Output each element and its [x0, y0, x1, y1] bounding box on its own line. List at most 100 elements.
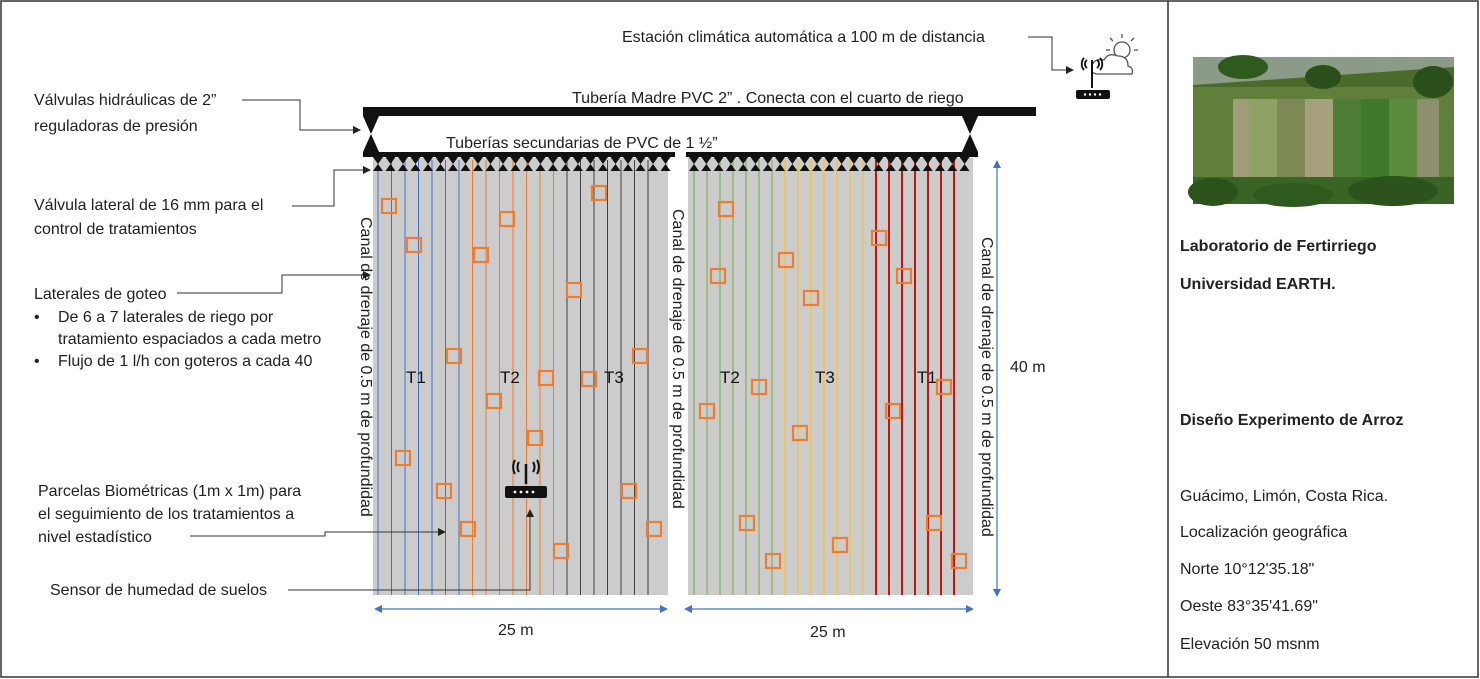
height-label: 40 m	[1010, 359, 1046, 376]
lateral-valve	[423, 164, 433, 171]
lateral-valve	[898, 157, 909, 164]
lateral-valve	[510, 164, 521, 171]
lateral-valve	[560, 157, 571, 164]
biometric-plot	[405, 236, 423, 254]
lateral-valve	[848, 157, 859, 164]
width-dimension-right	[684, 605, 974, 613]
drip-laterals-list: De 6 a 7 laterales de riego por tratamie…	[34, 307, 324, 373]
lateral-valve	[701, 157, 712, 164]
lateral-valve	[573, 157, 583, 164]
lateral-valve	[498, 157, 508, 164]
lateral-valve	[910, 157, 921, 164]
weather-station-icon	[1076, 34, 1138, 99]
lateral-valve	[725, 164, 736, 171]
lateral-valve	[385, 164, 396, 171]
biometric-plot	[802, 289, 820, 307]
lateral-valve	[812, 164, 822, 171]
plots-label-line2: el seguimiento de los tratamientos a	[38, 506, 295, 523]
lateral-valve	[873, 164, 884, 171]
lateral-valve	[510, 157, 521, 164]
plots-label-line1: Parcelas Biométricas (1m x 1m) para	[38, 483, 302, 500]
lateral-valve-label-line1: Válvula lateral de 16 mm para el	[34, 197, 264, 214]
lateral-valve	[610, 157, 621, 164]
lateral-valve	[947, 164, 958, 171]
lateral-valve	[725, 157, 736, 164]
lateral-valve	[750, 164, 761, 171]
drain-channel-label-1: Canal de drenaje de 0.5 m de profundidad	[357, 217, 374, 517]
valves-label-line2: reguladoras de presión	[34, 118, 198, 135]
treatment-left-3: T3	[604, 368, 624, 387]
lateral-valve	[648, 157, 658, 164]
lateral-valve	[910, 164, 921, 171]
lateral-valve	[873, 157, 884, 164]
lateral-valve	[573, 164, 583, 171]
lateral-valve	[787, 164, 798, 171]
lateral-valves-right	[689, 157, 970, 171]
lateral-valve	[762, 157, 773, 164]
biometric-plot	[620, 482, 638, 500]
biometric-plot	[445, 347, 463, 365]
soil-sensor-label: Sensor de humedad de suelos	[50, 582, 268, 599]
biometric-plot	[394, 449, 412, 467]
biometric-plot	[435, 482, 453, 500]
drip-bullet-2: Flujo de 1 l/h con goteros a cada 40	[34, 351, 324, 373]
biometric-plot	[472, 246, 490, 264]
lateral-valve	[701, 164, 712, 171]
lateral-valve	[398, 164, 408, 171]
lateral-valve	[485, 157, 496, 164]
drain-channel-label-2: Canal de drenaje de 0.5 m de profundidad	[669, 209, 686, 509]
lateral-valve	[448, 164, 458, 171]
lateral-valve	[410, 157, 421, 164]
lateral-valve	[787, 157, 798, 164]
lateral-valve	[535, 157, 546, 164]
lateral-valve-label-line2: control de tratamientos	[34, 221, 197, 238]
field-left	[373, 158, 668, 595]
treatment-right-1: T2	[720, 368, 740, 387]
biometric-plot	[498, 210, 516, 228]
biometric-plot	[537, 369, 555, 387]
hydraulic-valve-right	[962, 116, 978, 152]
plots-label-line3: nivel estadístico	[38, 529, 152, 546]
lateral-valve	[689, 157, 699, 164]
lateral-valve	[861, 164, 872, 171]
drip-laterals-right	[693, 160, 955, 595]
lateral-valve	[935, 164, 945, 171]
lateral-valve	[775, 157, 786, 164]
lateral-valve	[398, 157, 408, 164]
lateral-valve	[435, 164, 446, 171]
lateral-valve	[623, 164, 633, 171]
width-label-left: 25 m	[498, 622, 534, 639]
drip-bullet-1: De 6 a 7 laterales de riego por tratamie…	[34, 307, 324, 351]
drip-laterals-title: Laterales de goteo	[34, 286, 167, 303]
lab-name-line1: Laboratorio de Fertirriego	[1180, 238, 1377, 255]
lateral-valve	[598, 157, 608, 164]
lateral-valve	[498, 164, 508, 171]
height-dimension	[993, 160, 1001, 597]
lateral-valve	[738, 164, 749, 171]
lateral-valve	[373, 157, 383, 164]
secondary-pipe-right	[686, 152, 978, 157]
lateral-valve	[485, 164, 496, 171]
aerial-photo	[1188, 55, 1454, 207]
lateral-valve	[623, 157, 633, 164]
biometric-plot	[884, 402, 902, 420]
biometric-plot	[870, 229, 888, 247]
field-right	[688, 158, 973, 595]
lateral-valve	[560, 164, 571, 171]
leader-lines	[177, 36, 1074, 591]
biometric-plot	[750, 378, 768, 396]
lateral-valve	[648, 164, 658, 171]
biometric-plot	[895, 267, 913, 285]
biometric-plot	[645, 520, 663, 538]
biometric-plot	[565, 281, 583, 299]
lateral-valve	[947, 157, 958, 164]
experiment-title: Diseño Experimento de Arroz	[1180, 412, 1404, 429]
leader-valves	[242, 99, 361, 134]
biometric-plots	[380, 184, 968, 570]
biometric-plot	[925, 514, 943, 532]
lateral-valve	[635, 157, 646, 164]
leader-drip	[177, 271, 371, 294]
biometric-plot	[552, 542, 570, 560]
